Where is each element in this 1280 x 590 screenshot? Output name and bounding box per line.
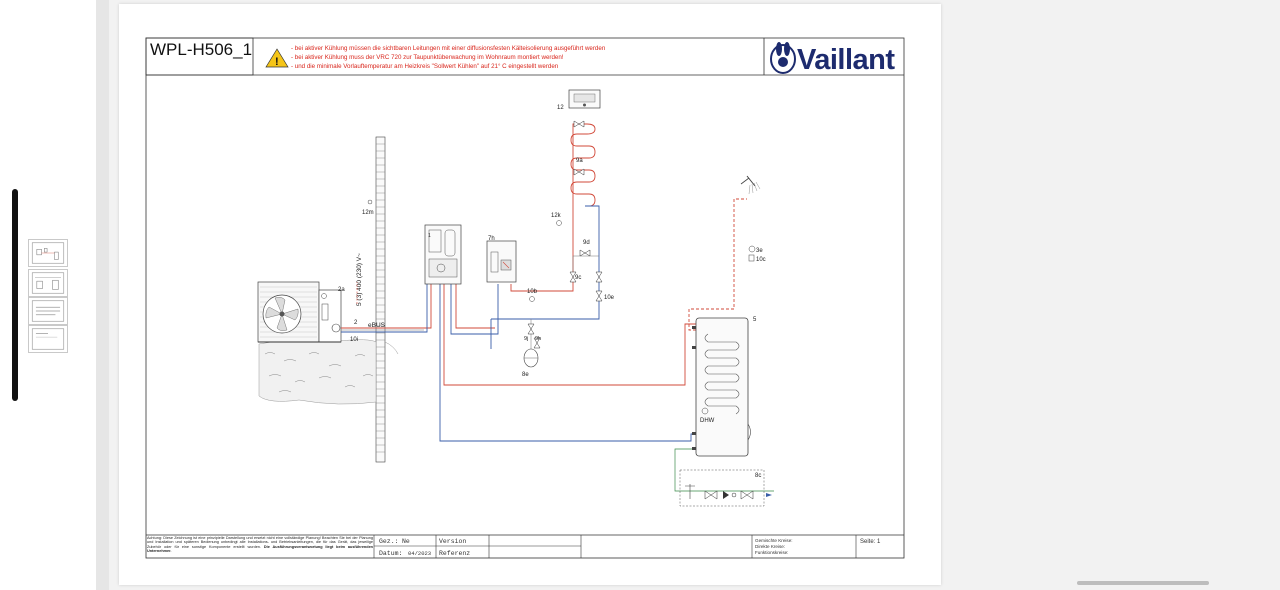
label-ebus: eBUS — [368, 322, 386, 329]
datum-value: 04/2023 — [408, 550, 431, 557]
label-5: 5 — [753, 317, 757, 323]
outdoor-sensor-icon — [367, 199, 373, 205]
footer-disclaimer: Achtung: Diese Zeichnung ist eine prinzi… — [147, 536, 373, 557]
disclaimer-bold-text: Die Ausführungsverantwortung liegt beim … — [147, 544, 373, 554]
thumbnail-preview-icon — [31, 300, 65, 322]
label-2: 2 — [354, 320, 358, 326]
label-7h: 7h — [488, 236, 495, 242]
label-1: 1 — [428, 233, 431, 239]
dhw-storage-tank-5 — [692, 317, 751, 457]
kreise-direkt: Direkte Kreise: — [755, 544, 785, 549]
controller-7h — [486, 240, 517, 283]
thumbnail-preview-icon — [31, 242, 65, 264]
safety-group-8c — [679, 469, 772, 507]
ground-gravel — [258, 338, 399, 405]
label-3e: 3e — [756, 248, 763, 254]
warning-line-3: - und die minimale Vorlauftemperatur am … — [291, 63, 559, 70]
vaillant-hare-logo-icon — [770, 42, 796, 74]
drawing-frame — [145, 37, 905, 559]
label-12m: 12m — [362, 210, 374, 216]
indoor-hydraulic-station — [424, 224, 462, 285]
building-wall — [375, 136, 386, 463]
sidebar-scrollbar[interactable] — [12, 189, 18, 401]
label-9c: 9c — [575, 275, 581, 281]
label-8e: 8e — [522, 372, 529, 378]
brand-name: Vaillant — [797, 44, 895, 76]
drawing-id: WPL-H506_1 — [150, 40, 252, 59]
gez-value: Ne — [402, 538, 410, 545]
label-dhw: DHW — [700, 418, 715, 424]
sidebar-divider — [96, 0, 109, 590]
room-control-12 — [568, 89, 601, 109]
thumbnail-sidebar — [0, 0, 96, 590]
page-thumbnail-4[interactable] — [28, 325, 68, 353]
label-9h: 9h — [535, 336, 541, 342]
datum-label: Datum: — [379, 550, 402, 557]
sensor-10b-icon — [529, 296, 535, 302]
valve-symbols — [527, 120, 603, 349]
schematic-drawing: WPL-H506_1 ! - bei aktiver Kühlung müsse… — [145, 37, 905, 559]
warning-line-1: - bei aktiver Kühlung müssen die sichtba… — [291, 45, 606, 52]
kreise-gemischt: Gemischte Kreise: — [755, 538, 793, 543]
document-page: WPL-H506_1 ! - bei aktiver Kühlung müsse… — [119, 4, 941, 585]
label-10e: 10e — [604, 295, 615, 301]
gez-label: Gez.: — [379, 538, 399, 545]
label-10b: 10b — [527, 289, 538, 295]
outdoor-heat-pump-unit — [257, 281, 342, 343]
power-supply-label: 5 (3) 400 (230) V~ — [356, 253, 363, 306]
label-9d: 9d — [583, 240, 590, 246]
kreise-funktion: Funktionskreise: — [755, 550, 788, 555]
horizontal-scrollbar[interactable] — [1077, 581, 1209, 585]
label-9j: 9j — [524, 336, 528, 342]
warning-line-2: - bei aktiver Kühlung muss der VRC 720 z… — [291, 54, 564, 61]
label-12: 12 — [557, 105, 564, 111]
page-thumbnail-1[interactable] — [28, 239, 68, 267]
page-number: Seite: 1 — [860, 539, 881, 545]
referenz-label: Referenz — [439, 550, 470, 557]
page-thumbnail-3[interactable] — [28, 297, 68, 325]
title-block — [146, 534, 904, 558]
expansion-vessel-8e — [523, 348, 539, 368]
svg-text:!: ! — [275, 56, 279, 68]
label-12k: 12k — [551, 213, 562, 219]
sensor-12k-icon — [556, 220, 562, 226]
label-8c: 8c — [755, 473, 761, 479]
label-2a: 2a — [338, 287, 345, 293]
label-10c: 10c — [756, 257, 766, 263]
sensor-10c-icon — [748, 254, 755, 262]
label-10i: 10i — [350, 337, 358, 343]
sensor-3e-icon — [748, 245, 756, 253]
version-label: Version — [439, 538, 466, 545]
label-9a: 9a — [576, 158, 583, 164]
shower-head-icon — [740, 175, 761, 195]
warning-icon: ! — [265, 48, 289, 68]
disclaimer-text: Achtung: Diese Zeichnung ist eine prinzi… — [147, 536, 373, 549]
thumbnail-preview-icon — [31, 328, 65, 350]
page-thumbnail-2[interactable] — [28, 269, 68, 297]
thumbnail-preview-icon — [31, 272, 65, 294]
